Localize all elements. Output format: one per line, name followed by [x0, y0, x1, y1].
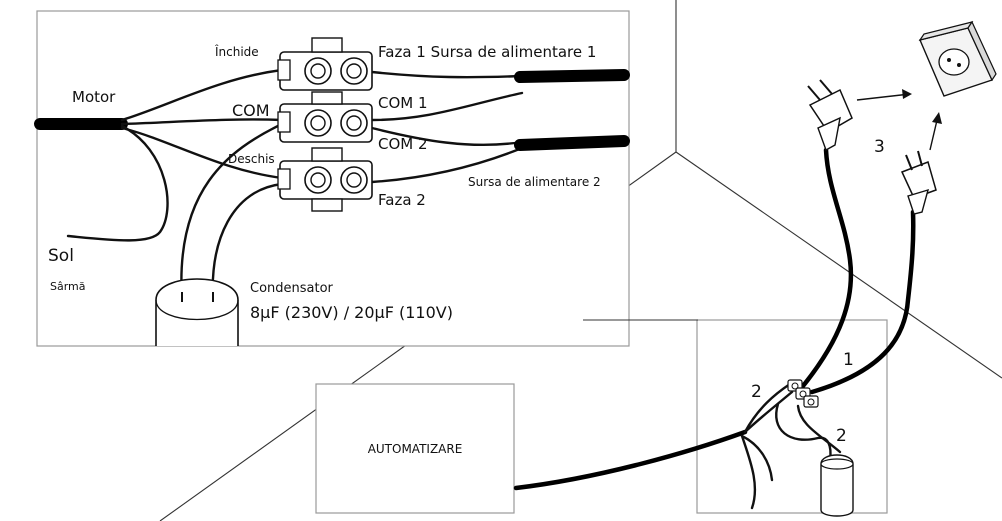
step-label-2-left: 2	[751, 382, 762, 402]
terminal-block-top	[277, 37, 373, 91]
terminal-block-bottom	[277, 147, 373, 212]
label-sol: Sol	[48, 246, 74, 266]
junction-terminal-block	[787, 379, 819, 408]
label-deschis: Deschis	[228, 152, 275, 166]
main-cables	[513, 147, 916, 491]
junction-box	[696, 319, 888, 514]
label-faza1-sursa1: Faza 1 Sursa de alimentare 1	[378, 43, 596, 61]
label-sarma: Sârmă	[50, 280, 86, 293]
label-motor: Motor	[72, 88, 116, 106]
label-capacity: 8µF (230V) / 20µF (110V)	[250, 303, 453, 322]
automatizare-box	[315, 383, 515, 514]
detail-wires	[34, 68, 630, 302]
automatizare-label: AUTOMATIZARE	[368, 442, 463, 456]
plug-2-icon	[900, 150, 937, 215]
label-com1: COM 1	[378, 94, 428, 112]
junction-wires	[740, 382, 842, 510]
capacitor-inset	[155, 278, 239, 346]
label-com2: COM 2	[378, 135, 428, 153]
label-faza2: Faza 2	[378, 191, 426, 209]
label-inchide: Închide	[214, 44, 259, 59]
label-com: COM	[232, 101, 270, 120]
label-condensator: Condensator	[250, 281, 334, 296]
step-label-3: 3	[874, 137, 885, 157]
step-label-2-right: 2	[836, 426, 847, 446]
arrow-icons	[856, 89, 942, 151]
plug-1-icon	[807, 79, 853, 152]
step-label-1: 1	[843, 350, 854, 370]
capacitor-junction	[820, 454, 854, 517]
terminal-block-middle	[277, 91, 373, 143]
wall-socket-icon	[918, 20, 997, 97]
label-sursa2: Sursa de alimentare 2	[468, 175, 601, 189]
